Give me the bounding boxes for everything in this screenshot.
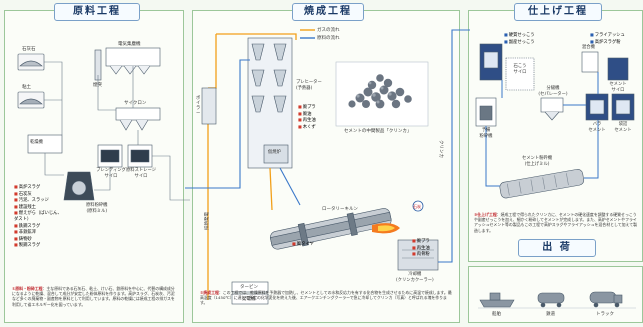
fuel-list-preheater: 廃プラ 廃油 再生油 木くず [298,104,316,130]
kiln-label: ロータリーキルン [322,207,358,212]
generator [231,293,269,305]
firing-description: ②焼成工程：この工程では、乾燥原料を予熱器で加熱し、セメントとしての水和反応力を… [200,290,452,306]
finish-mill-label: セメント粉砕機 (仕上げミル) [522,156,552,167]
calciner-label: 仮焼炉 [268,150,281,155]
clay-label: 粘土 [22,85,31,90]
fuel-list-kiln: 廃プラ 再生油 肉骨粉 [412,238,430,258]
firing-header: 焼成工程 [292,3,364,21]
raw-description: ①原料・粉砕工程：主な原料である石灰石、粘土、けい石、鉄原料を中心に、代替の構成… [12,286,175,307]
ship-icon [479,299,515,308]
legend-gas-flow: ガスの流れ [317,28,340,33]
blending-silo-label: ブレンディング サイロ [96,168,126,179]
calciner [263,144,289,164]
raw-materials-header: 原料工程 [54,3,140,21]
rail-label: 鉄道 [546,312,555,317]
cyclone-label: サイクロン [124,101,147,106]
heat-power-label: 排熱発電 [205,212,210,230]
dust-collector-label: 電気集塵機 [118,42,141,47]
boiler-box [201,87,217,125]
clinker-silo-label: 石こう サイロ [513,64,527,75]
raw-mill-label: 原料粉砕機 (原料ミル) [86,203,108,214]
limestone-label: 石灰石 [22,47,36,52]
ship-label: 船舶 [492,312,501,317]
truck-label: トラック [596,312,614,317]
clinker-caption: セメントの中間製品「クリンカ」 [344,129,412,134]
shipping-header: 出 荷 [518,239,596,257]
dryer-label: 乾燥機 [30,140,43,145]
generator-label: 発電機 [242,297,256,302]
clinker-silo [505,57,535,91]
finish-mill [499,168,585,199]
cement-silo [607,57,629,81]
turbine [231,281,269,293]
cement-silo-label: セメント サイロ [609,82,627,93]
gypsum-list: 硬質せっこう 副産せっこう [504,32,535,45]
finishing-description: ③仕上げ工程：焼成工程で得られたクリンカに、セメントの硬化速度を調整する硬質せっ… [474,212,638,233]
storage-silo-label: 原料ストレージ サイロ [126,168,156,179]
truck-icon [589,291,617,304]
preheater-label: プレヒーター (予熱器) [296,80,322,91]
tire-label: 廃タイヤ [292,241,314,248]
legend-raw-flow: 原料の流れ [317,36,340,41]
bulk-silo-2-label: 袋詰 セメント [614,122,632,133]
finishing-section-graphics [475,43,635,199]
coal-label: 石炭 [413,204,421,209]
pre-grinder-label: 予備 粉砕機 [479,128,493,139]
separator-label: 分級機 (セパレーター) [538,86,568,97]
dust-collector [105,47,161,67]
mixer [581,51,599,73]
clinker-flow-label: クリンカ [438,140,443,158]
firing-section-graphics [185,29,470,305]
boiler-label: ボイラー [196,96,201,116]
mixer-label: 混合機 [582,45,595,50]
shipping-graphics [478,291,636,309]
bulk-silo-1-label: バラ セメント [588,122,606,133]
additive-list: フライアッシュ 高炉スラグ粉 [590,32,625,45]
raw-materials-list: 高炉スラグ 石炭灰 汚泥、スラッジ 建設残土 燃えがら（ばいじん、ダスト） 鉄鋼… [14,184,70,249]
cyclone [115,107,161,121]
raw-section-graphics [17,47,190,201]
rail-tank-icon [537,292,565,304]
cooler-label: 冷却機 (クリンカクーラー) [396,272,434,283]
separator [540,97,564,113]
turbine-label: タービン [240,285,258,290]
finishing-header: 仕上げ工程 [514,3,602,21]
chimney-label: 煙突 [93,83,102,88]
